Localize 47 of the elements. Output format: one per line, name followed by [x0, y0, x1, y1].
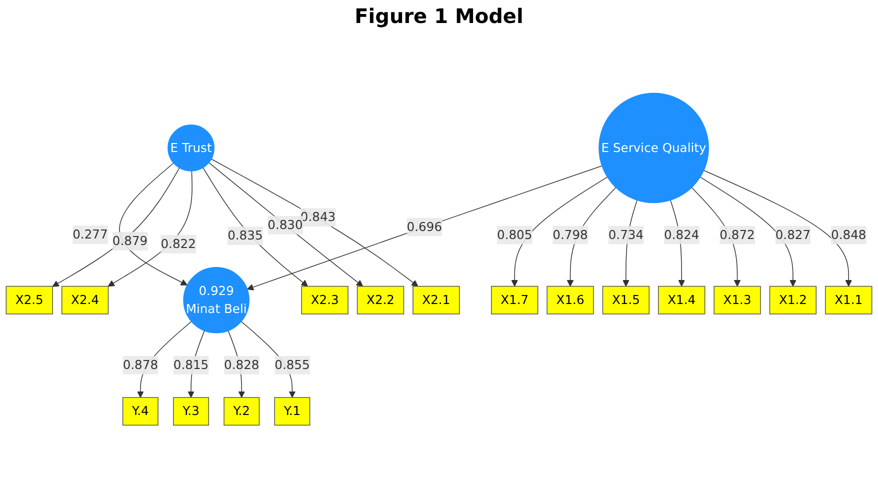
- arrow: [202, 168, 308, 287]
- edge-label: 0.805: [496, 228, 532, 242]
- node-box: X1.7: [491, 286, 538, 315]
- node-box: X1.4: [658, 286, 706, 315]
- edge-label: 0.878: [122, 358, 158, 372]
- node-circle: 0.929 Minat Beli: [183, 267, 250, 334]
- arrow: [246, 166, 602, 291]
- edge-label: 0.798: [552, 228, 588, 242]
- arrow: [703, 170, 852, 287]
- edge-label: 0.696: [406, 220, 442, 234]
- arrow: [52, 168, 180, 288]
- arrow: [208, 162, 364, 287]
- node-circle: E Service Quality: [598, 93, 709, 204]
- arrow: [210, 158, 418, 287]
- edge-label: 0.815: [173, 358, 209, 372]
- edge-label: 0.848: [831, 228, 866, 242]
- arrow: [108, 170, 192, 287]
- node-box: Y.1: [274, 397, 310, 426]
- arrow: [700, 177, 796, 287]
- edge-label: 0.827: [775, 228, 811, 242]
- node-box: Y.3: [173, 397, 210, 426]
- node-box: X2.1: [412, 286, 460, 315]
- node-box: X1.3: [714, 286, 761, 315]
- node-box: X1.2: [769, 286, 817, 315]
- arrow: [119, 162, 188, 286]
- node-box: X1.5: [602, 286, 650, 315]
- edge-label: 0.872: [720, 228, 755, 242]
- node-circle: E Trust: [168, 124, 214, 172]
- figure-title: Figure 1 Model: [354, 4, 524, 28]
- node-box: X2.2: [356, 286, 404, 315]
- edge-label: 0.828: [224, 358, 260, 372]
- node-box: Y.4: [122, 397, 158, 426]
- arrow: [511, 177, 608, 287]
- node-box: X1.1: [825, 286, 872, 315]
- node-box: X1.6: [546, 286, 594, 315]
- edge-label: 0.824: [664, 228, 700, 242]
- node-box: Y.2: [224, 397, 260, 426]
- edge-label: 0.822: [160, 236, 196, 252]
- node-box: X2.4: [61, 286, 109, 315]
- edge-label: 0.734: [608, 228, 644, 242]
- edge-label: 0.830: [268, 218, 303, 232]
- edge-label: 0.277: [72, 227, 108, 242]
- node-box: X2.3: [301, 286, 348, 315]
- edge-label: 0.835: [228, 228, 263, 244]
- edge-label: 0.855: [274, 358, 310, 372]
- node-box: X2.5: [6, 286, 53, 315]
- edge-label: 0.879: [112, 234, 148, 248]
